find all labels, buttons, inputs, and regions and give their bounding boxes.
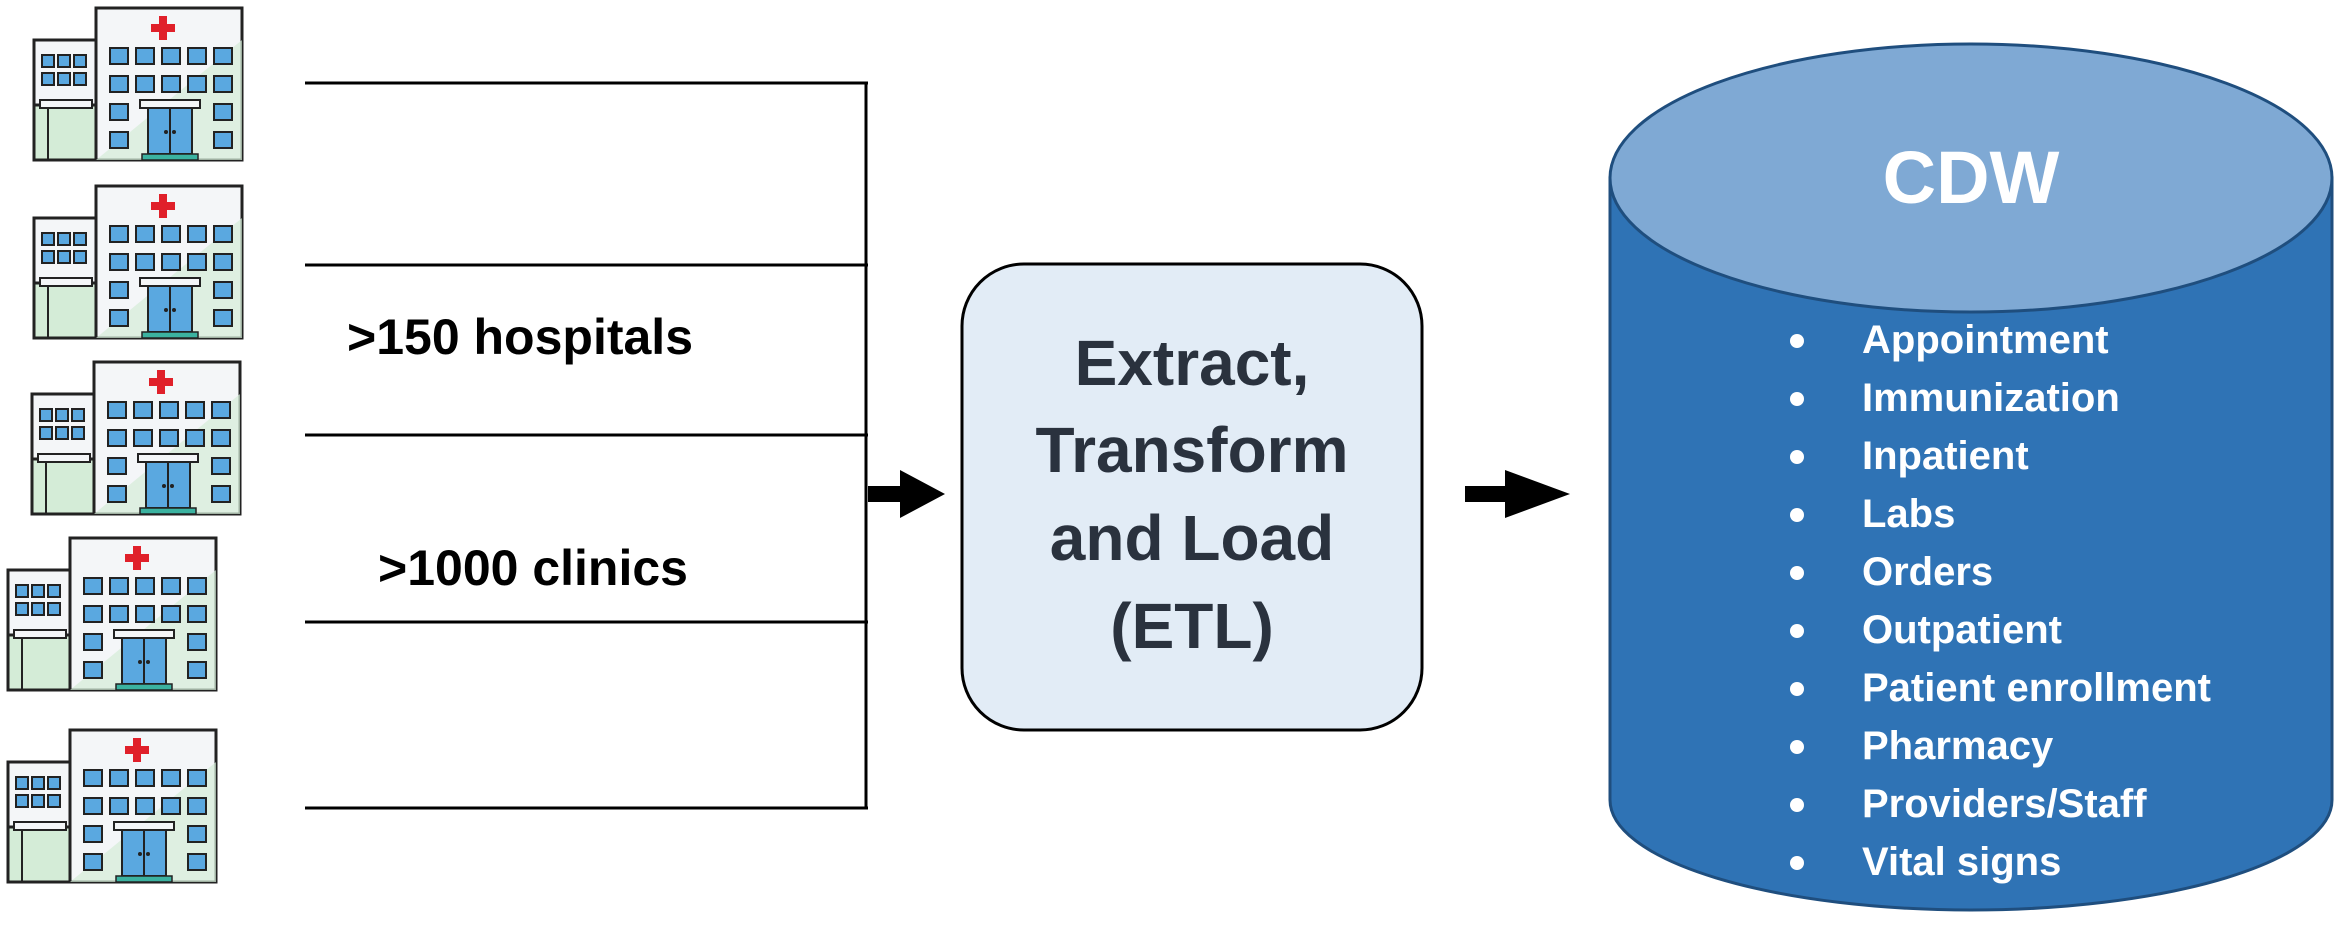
etl-line-4: (ETL) [1110, 590, 1274, 662]
clinics-label: >1000 clinics [378, 540, 688, 596]
etl-box [960, 262, 1424, 732]
cdw-database-icon [1608, 42, 2334, 912]
cdw-title: CDW [1883, 136, 2060, 219]
bullet-icon [1790, 392, 1804, 406]
cdw-list-item: Orders [1862, 550, 1993, 594]
bullet-icon [1790, 798, 1804, 812]
cdw-list-item: Vital signs [1862, 840, 2061, 884]
source-connectors [305, 81, 868, 810]
bullet-icon [1790, 682, 1804, 696]
bullet-icon [1790, 740, 1804, 754]
arrow-to-cdw-icon [1465, 470, 1570, 518]
cdw-list-item: Outpatient [1862, 608, 2062, 652]
hospital-icon [30, 360, 242, 516]
bullet-icon [1790, 624, 1804, 638]
etl-line-2: Transform [1036, 414, 1349, 486]
cdw-list-item: Patient enrollment [1862, 666, 2211, 710]
hospitals-label: >150 hospitals [347, 309, 693, 365]
cdw-list-item: Immunization [1862, 376, 2120, 420]
cdw-list-item: Inpatient [1862, 434, 2029, 478]
hospital-icon [32, 184, 244, 340]
hospital-icon [6, 728, 218, 884]
cdw-list-item: Providers/Staff [1862, 782, 2147, 826]
cdw-list-item: Pharmacy [1862, 724, 2054, 768]
hospital-icon [32, 6, 244, 162]
hospital-icon [6, 536, 218, 692]
bullet-icon [1790, 334, 1804, 348]
bullet-icon [1790, 450, 1804, 464]
bullet-icon [1790, 508, 1804, 522]
etl-text: Extract, Transform and Load (ETL) [1036, 327, 1349, 662]
cdw-list-item: Appointment [1862, 318, 2109, 362]
cdw-item-list: AppointmentImmunizationInpatientLabsOrde… [1790, 318, 2211, 884]
etl-line-1: Extract, [1075, 327, 1310, 399]
arrow-to-etl-icon [868, 470, 945, 518]
bullet-icon [1790, 566, 1804, 580]
cdw-list-item: Labs [1862, 492, 1955, 536]
bullet-icon [1790, 856, 1804, 870]
etl-line-3: and Load [1050, 502, 1334, 574]
